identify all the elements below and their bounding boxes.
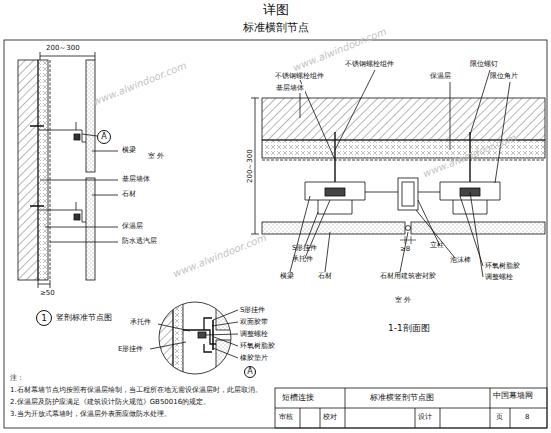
callout-letter: A bbox=[247, 368, 252, 376]
part-label: ≥50 bbox=[40, 289, 55, 297]
part-label: 环氧树脂胶 bbox=[240, 342, 275, 350]
part-label: 限位角片 bbox=[490, 72, 518, 80]
part-label: 横梁 bbox=[122, 146, 136, 154]
part-label: 石材 bbox=[122, 190, 136, 198]
page-title: 详图 bbox=[0, 3, 551, 18]
part-label: 1.石材幕墙节点均按照有保温层绘制，当工程所在地无需设保温层时，此层取消。 bbox=[10, 386, 262, 394]
part-label: S形挂件 bbox=[240, 306, 265, 314]
part-label: 立柱 bbox=[430, 241, 444, 249]
part-label: 室 外 bbox=[395, 296, 411, 304]
part-label: 不锈钢螺栓组件 bbox=[275, 72, 324, 80]
callout-circle: 1 bbox=[36, 310, 52, 326]
part-label: 防水透汽层 bbox=[122, 237, 157, 245]
part-label: 橡胶垫片 bbox=[240, 354, 268, 362]
part-label: E形挂件 bbox=[118, 345, 143, 353]
part-label: 调整螺栓 bbox=[485, 273, 513, 281]
part-label: 石材 bbox=[318, 272, 332, 280]
part-label: 调整螺栓 bbox=[240, 330, 268, 338]
part-label: 中国幕墙网 bbox=[492, 391, 534, 400]
part-label: 1-1剖面图 bbox=[388, 323, 430, 333]
part-label: 双面胶带 bbox=[240, 318, 268, 326]
subtitle: 标准横剖节点 bbox=[0, 22, 551, 35]
part-label: 限位螺钉 bbox=[470, 60, 498, 68]
part-label: 基层墙体 bbox=[275, 84, 305, 92]
part-label: 泡沫棒 bbox=[450, 256, 471, 264]
part-label: 200～300 bbox=[246, 148, 254, 184]
part-label: 页 bbox=[496, 413, 503, 421]
part-label: 竖剖标准节点图 bbox=[56, 313, 112, 322]
part-label: 不锈钢螺栓组件 bbox=[345, 60, 394, 68]
callout-circle: A bbox=[97, 130, 111, 144]
callout-letter: A bbox=[101, 133, 106, 141]
part-label: 横梁 bbox=[280, 272, 294, 280]
watermark: www.alwindoor.com bbox=[91, 60, 188, 108]
callout-letter: 1 bbox=[41, 314, 47, 323]
part-label: 8 bbox=[525, 413, 529, 421]
part-label: 保温层 bbox=[122, 222, 143, 230]
part-label: 200～300 bbox=[46, 44, 80, 52]
part-label: S形挂件 bbox=[292, 244, 317, 252]
part-label: 短槽连接 bbox=[282, 393, 314, 402]
part-label: 审核 bbox=[279, 413, 293, 421]
part-label: 基层墙体 bbox=[122, 175, 150, 183]
part-label: ≥8 bbox=[400, 245, 410, 253]
part-label: 标准横竖剖节点图 bbox=[370, 393, 434, 402]
part-label: 室 外 bbox=[148, 152, 164, 160]
part-label: 设计 bbox=[418, 413, 432, 421]
part-label: 保温层 bbox=[430, 72, 451, 80]
part-label: 校对 bbox=[323, 413, 337, 421]
part-label: 石材用建筑密封胶 bbox=[380, 272, 436, 280]
watermark: www.alwindoor.com bbox=[171, 232, 268, 280]
part-label: 2.保温层及防护应满足《建筑设计防火规范》GB50016的规定。 bbox=[10, 398, 210, 406]
part-label: 3.当为开放式幕墙时，保温层外表面应做防水处理。 bbox=[10, 410, 171, 418]
part-label: 承托件 bbox=[130, 318, 151, 326]
part-label: 承托件 bbox=[292, 255, 313, 263]
part-label: 环氧树脂胶 bbox=[485, 262, 520, 270]
callout-circle: A bbox=[244, 366, 256, 378]
part-label: 注： bbox=[10, 374, 24, 382]
